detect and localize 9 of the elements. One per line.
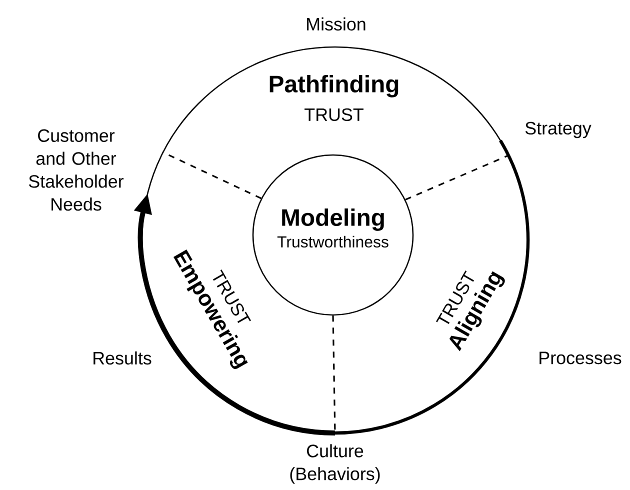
label: Culture (Behaviors) [290,444,380,484]
label: Mission [307,17,366,31]
label: Results [94,351,152,365]
dashed-divider [162,151,262,200]
label: Customer and Other Stakeholder Needs [28,129,124,211]
label: Processes [540,352,622,364]
dashed-divider [405,154,510,200]
label: Strategy [525,122,592,138]
sector-label: Pathfinding TRUST [270,74,398,122]
